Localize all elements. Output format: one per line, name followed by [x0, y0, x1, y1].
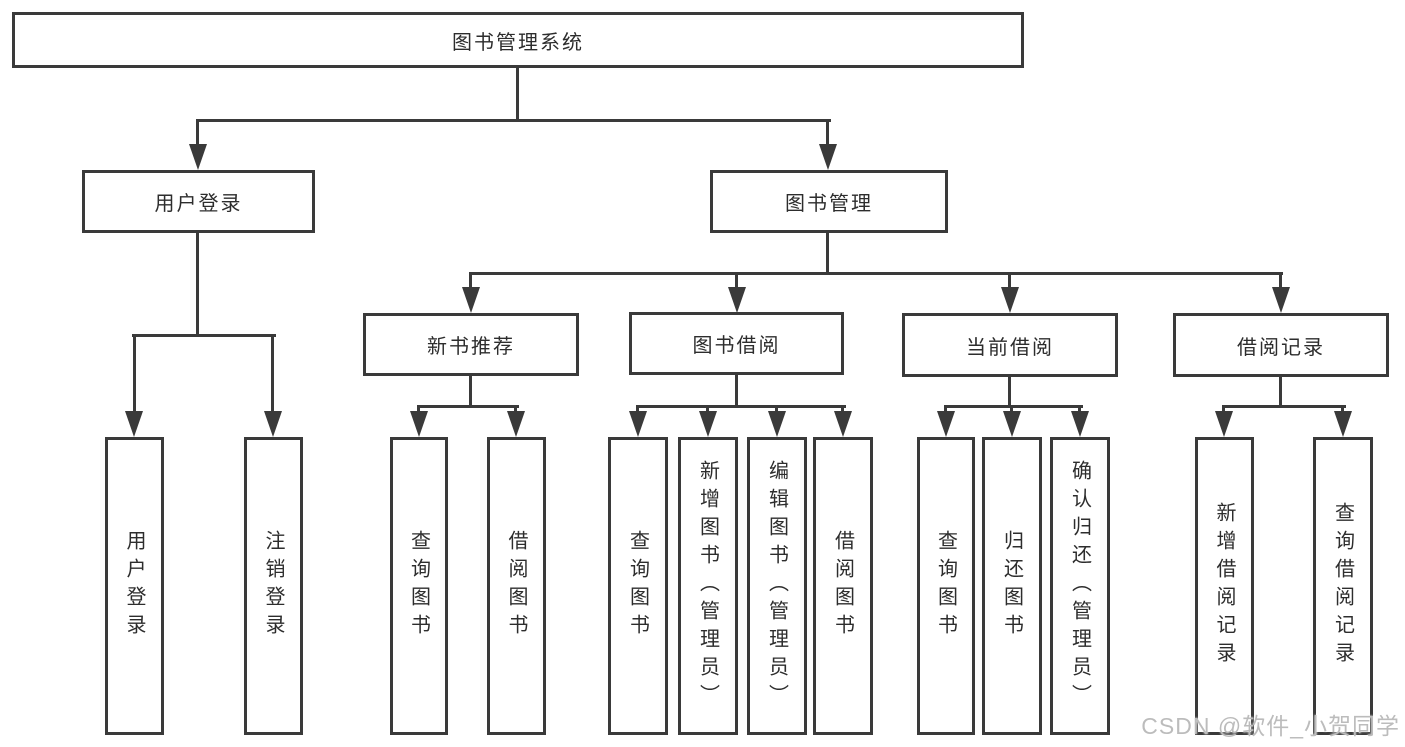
connector-drop-cb-confirm — [1078, 405, 1081, 416]
leaf-borrowing-borrow-books: 借阅图书 — [813, 437, 873, 735]
connector-drop-nb-query — [417, 405, 420, 416]
node-borrow-records: 借阅记录 — [1173, 313, 1389, 377]
connector-borrow-records-stem — [1279, 377, 1282, 408]
leaf-newbook-query-books: 查询图书 — [390, 437, 448, 735]
leaf-return-books-label: 归还图书 — [1000, 530, 1023, 642]
leaf-confirm-return-admin: 确认归还（管理员） — [1050, 437, 1110, 735]
arrowhead-cb-query — [937, 411, 955, 437]
connector-book-borrowing-stem — [735, 374, 738, 408]
leaf-borrowing-query-books: 查询图书 — [608, 437, 668, 735]
leaf-current-query-books-label: 查询图书 — [934, 530, 957, 642]
arrowhead-bb-edit — [768, 411, 786, 437]
connector-drop-book-management — [826, 119, 829, 147]
leaf-user-login: 用户登录 — [105, 437, 164, 735]
arrowhead-login-leaf — [125, 411, 143, 437]
arrowhead-current-borrowing — [1001, 287, 1019, 313]
arrowhead-nb-borrow — [507, 411, 525, 437]
arrowhead-cb-confirm — [1071, 411, 1089, 437]
connector-drop-br-add — [1222, 405, 1225, 416]
arrowhead-book-management — [819, 144, 837, 170]
leaf-current-query-books: 查询图书 — [917, 437, 975, 735]
connector-drop-user-login — [196, 119, 199, 147]
connector-drop-borrow-records — [1279, 272, 1282, 290]
connector-new-book-stem — [469, 375, 472, 408]
leaf-newbook-query-books-label: 查询图书 — [407, 530, 430, 642]
connector-root-stem — [516, 68, 519, 121]
leaf-add-books-admin-label: 新增图书（管理员） — [696, 460, 719, 712]
node-borrow-records-label: 借阅记录 — [1237, 336, 1325, 359]
arrowhead-bb-borrow — [834, 411, 852, 437]
node-book-borrowing-label: 图书借阅 — [692, 335, 781, 357]
connector-drop-new-book — [469, 272, 472, 290]
connector-drop-cb-return — [1010, 405, 1013, 416]
node-book-borrowing: 图书借阅 — [629, 312, 844, 375]
leaf-newbook-borrow-books: 借阅图书 — [487, 437, 546, 735]
leaf-return-books: 归还图书 — [982, 437, 1042, 735]
node-library-system: 图书管理系统 — [12, 12, 1024, 68]
leaf-logout: 注销登录 — [244, 437, 303, 735]
connector-new-book-bus — [417, 405, 519, 408]
node-new-book-recommend: 新书推荐 — [363, 313, 579, 376]
arrowhead-logout-leaf — [264, 411, 282, 437]
leaf-borrowing-query-books-label: 查询图书 — [626, 530, 649, 642]
connector-book-borrowing-bus — [636, 405, 846, 408]
leaf-add-borrow-record: 新增借阅记录 — [1195, 437, 1254, 735]
node-book-management: 图书管理 — [710, 170, 948, 233]
connector-drop-current-borrowing — [1008, 272, 1011, 290]
arrowhead-br-add — [1215, 411, 1233, 437]
connector-root-bus — [196, 119, 831, 122]
connector-current-borrowing-stem — [1008, 376, 1011, 408]
leaf-borrowing-borrow-books-label: 借阅图书 — [831, 530, 854, 642]
connector-drop-bb-edit — [775, 405, 778, 416]
arrowhead-nb-query — [410, 411, 428, 437]
node-user-login: 用户登录 — [82, 170, 315, 233]
connector-drop-nb-borrow — [514, 405, 517, 416]
leaf-query-borrow-record: 查询借阅记录 — [1313, 437, 1373, 735]
leaf-add-books-admin: 新增图书（管理员） — [678, 437, 738, 735]
arrowhead-borrow-records — [1272, 287, 1290, 313]
node-user-login-label: 用户登录 — [154, 193, 243, 215]
connector-drop-bb-query — [636, 405, 639, 416]
arrowhead-book-borrowing — [728, 287, 746, 313]
connector-borrow-records-bus — [1222, 405, 1346, 408]
csdn-watermark: CSDN @软件_小贺同学 — [1141, 713, 1400, 739]
arrowhead-user-login — [189, 144, 207, 170]
leaf-newbook-borrow-books-label: 借阅图书 — [505, 530, 527, 642]
arrowhead-br-query — [1334, 411, 1352, 437]
connector-drop-logout-leaf — [271, 334, 274, 416]
leaf-query-borrow-record-label: 查询借阅记录 — [1331, 502, 1354, 670]
node-current-borrowing-label: 当前借阅 — [966, 336, 1054, 359]
node-new-book-recommend-label: 新书推荐 — [427, 336, 515, 358]
arrowhead-new-book — [462, 287, 480, 313]
connector-drop-bb-borrow — [841, 405, 844, 416]
leaf-edit-books-admin-label: 编辑图书（管理员） — [765, 460, 788, 712]
connector-current-borrowing-bus — [944, 405, 1083, 408]
connector-drop-cb-query — [944, 405, 947, 416]
connector-book-management-stem — [826, 231, 829, 275]
connector-drop-bb-add — [706, 405, 709, 416]
node-book-management-label: 图书管理 — [785, 193, 873, 215]
leaf-edit-books-admin: 编辑图书（管理员） — [747, 437, 807, 735]
leaf-confirm-return-admin-label: 确认归还（管理员） — [1068, 460, 1091, 712]
connector-book-management-bus — [469, 272, 1283, 275]
connector-user-login-stem — [196, 231, 199, 337]
arrowhead-bb-add — [699, 411, 717, 437]
connector-drop-book-borrowing — [735, 272, 738, 290]
arrowhead-cb-return — [1003, 411, 1021, 437]
leaf-logout-label: 注销登录 — [262, 530, 284, 642]
leaf-user-login-label: 用户登录 — [123, 530, 145, 642]
connector-drop-br-query — [1341, 405, 1344, 416]
leaf-add-borrow-record-label: 新增借阅记录 — [1213, 502, 1235, 670]
arrowhead-bb-query — [629, 411, 647, 437]
node-library-system-label: 图书管理系统 — [452, 31, 584, 54]
node-current-borrowing: 当前借阅 — [902, 313, 1118, 377]
connector-user-login-bus — [132, 334, 276, 337]
connector-drop-login-leaf — [133, 334, 136, 416]
